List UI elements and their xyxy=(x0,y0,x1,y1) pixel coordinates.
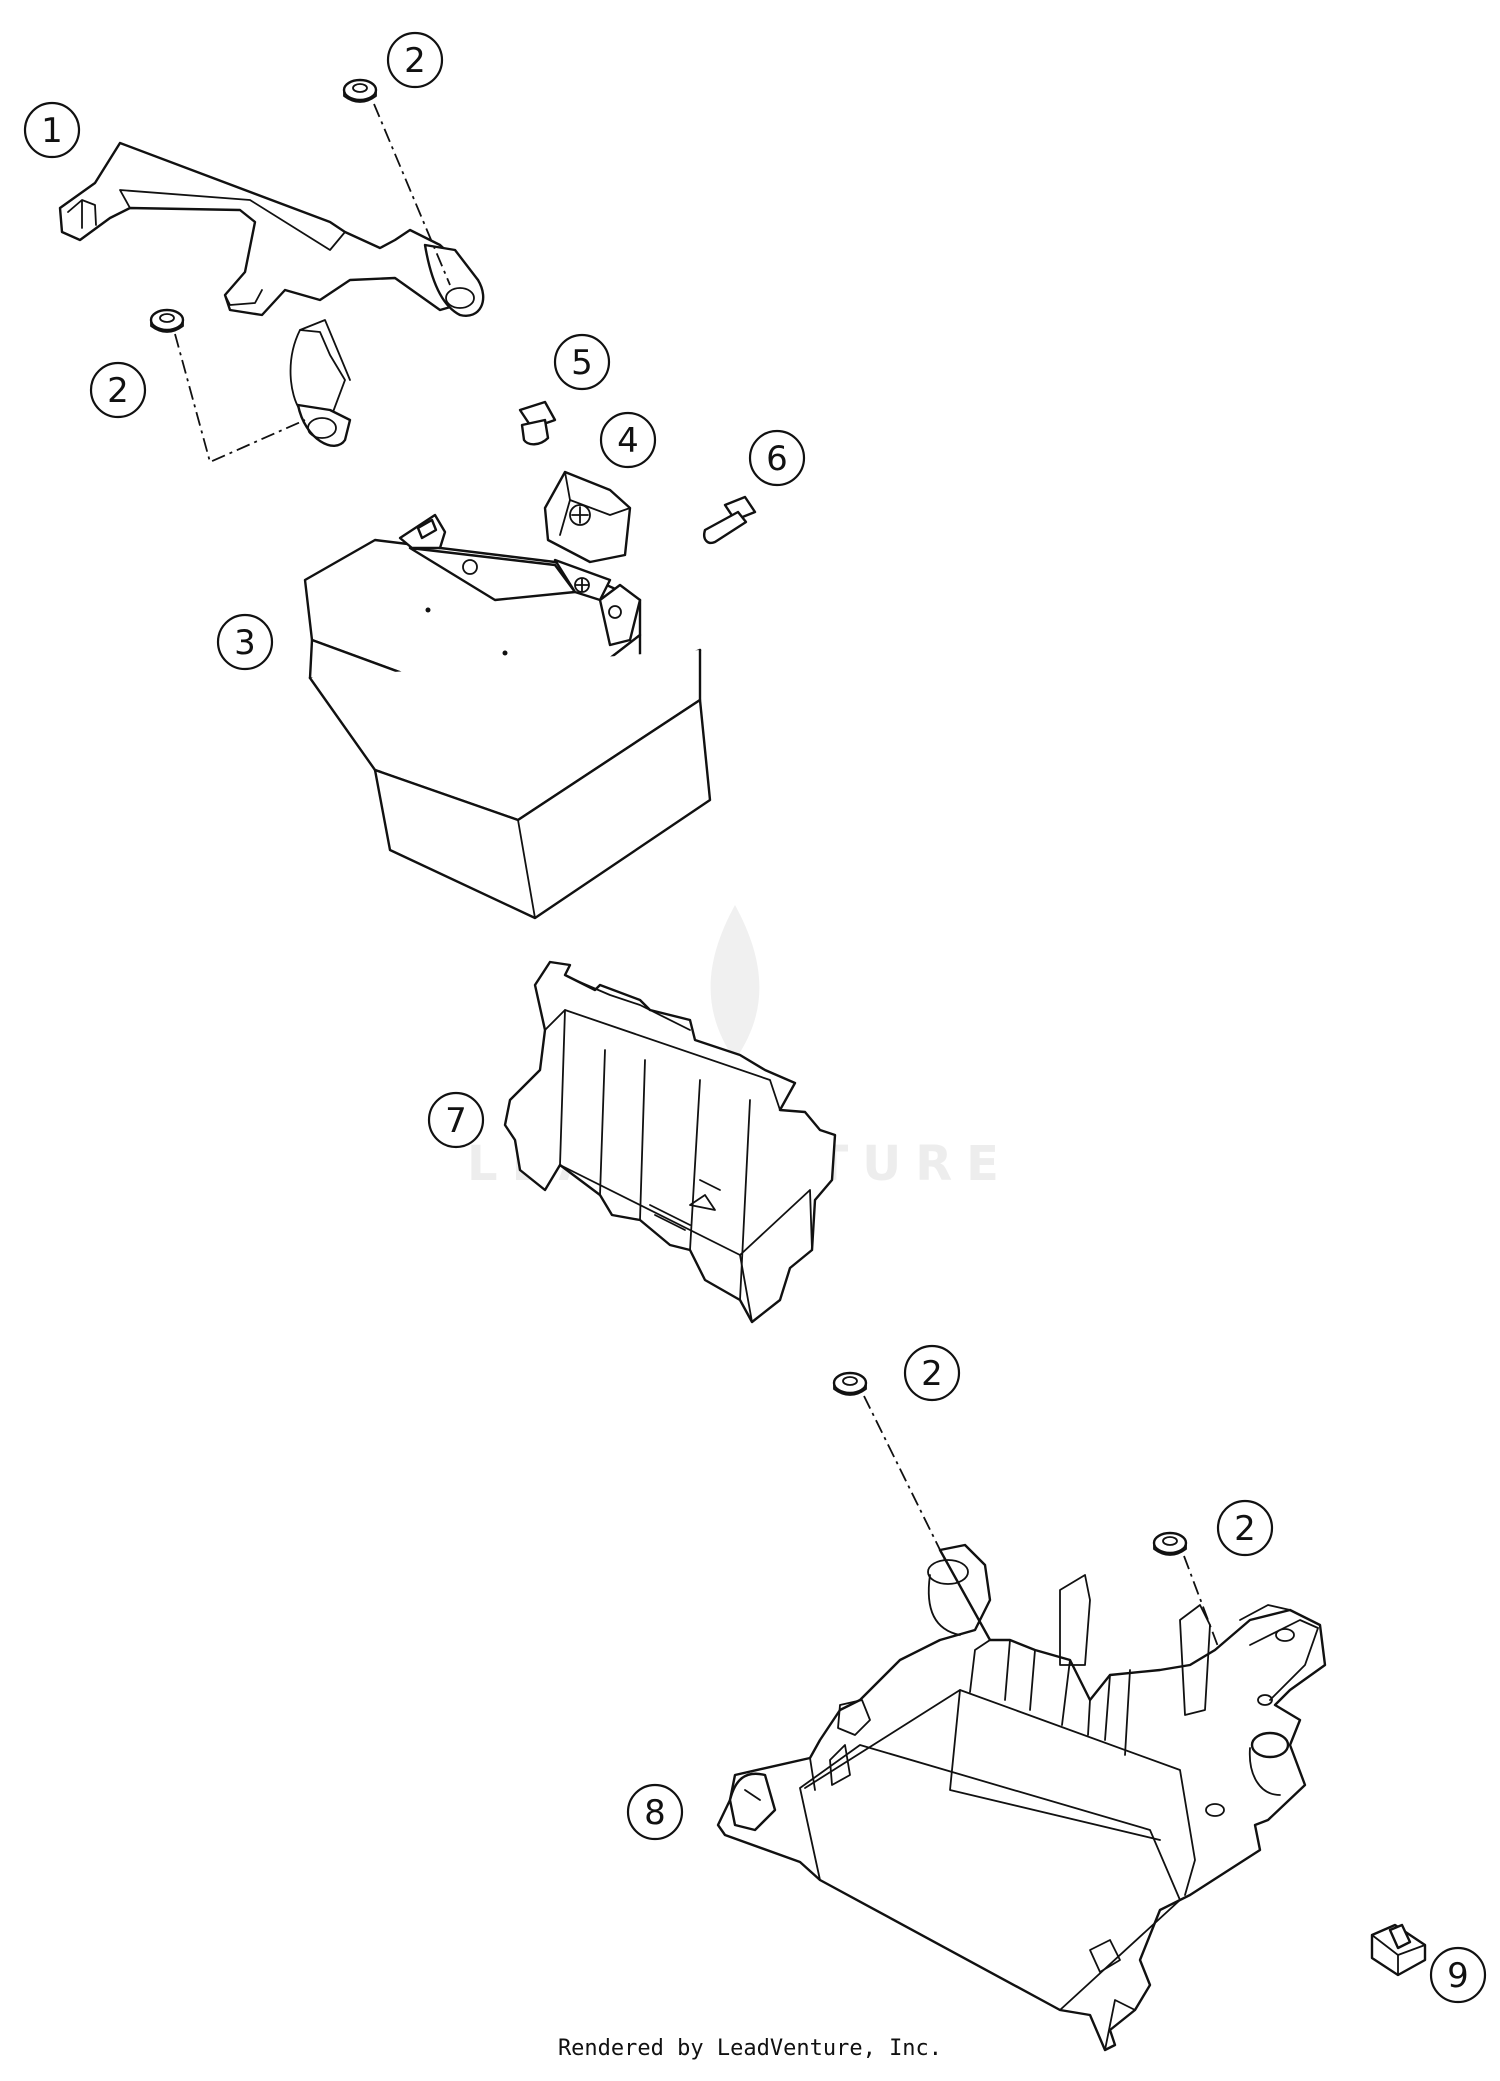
part-4-terminal-clamp xyxy=(543,470,632,564)
callout-2d: 2 xyxy=(1216,1499,1274,1557)
callout-2b-label: 2 xyxy=(107,371,129,411)
part-1-battery-bracket xyxy=(58,141,485,447)
leader-2c xyxy=(863,1395,946,1561)
callout-2a-label: 2 xyxy=(404,41,426,81)
callout-7-label: 7 xyxy=(445,1101,467,1141)
callout-2d-label: 2 xyxy=(1234,1509,1256,1549)
callout-9: 9 xyxy=(1429,1946,1487,2004)
part-3-battery xyxy=(303,513,712,920)
callout-3: 3 xyxy=(216,613,274,671)
callout-6: 6 xyxy=(748,429,806,487)
callout-2c: 2 xyxy=(903,1344,961,1402)
callout-7: 7 xyxy=(427,1091,485,1149)
callout-2c-label: 2 xyxy=(921,1354,943,1394)
part-5-screw xyxy=(518,400,557,446)
part-2-screw-lower-right xyxy=(1152,1531,1188,1556)
callout-1: 1 xyxy=(23,101,81,159)
callout-2b: 2 xyxy=(89,361,147,419)
part-2-screw-left xyxy=(149,308,185,333)
callout-8-label: 8 xyxy=(644,1793,666,1833)
part-2-screw-top xyxy=(342,78,378,103)
callout-6-label: 6 xyxy=(766,439,788,479)
callout-5-label: 5 xyxy=(571,343,593,383)
footer-credit: Rendered by LeadVenture, Inc. xyxy=(557,2036,943,2061)
part-7-battery-tray xyxy=(503,960,837,1324)
part-2-screw-lower-left xyxy=(832,1371,868,1396)
callout-2a: 2 xyxy=(386,31,444,89)
part-9-clip-nut xyxy=(1370,1923,1427,1977)
flame-logo xyxy=(710,905,760,1060)
callout-1-label: 1 xyxy=(41,111,63,151)
callout-8: 8 xyxy=(626,1783,684,1841)
callout-3-label: 3 xyxy=(234,623,256,663)
callout-4: 4 xyxy=(599,411,657,469)
callout-5: 5 xyxy=(553,333,611,391)
part-8-battery-housing xyxy=(716,1543,1327,2052)
callout-9-label: 9 xyxy=(1447,1956,1469,1996)
part-6-screw xyxy=(703,495,757,544)
leader-2b xyxy=(174,333,306,464)
callout-4-label: 4 xyxy=(617,421,639,461)
leader-2a xyxy=(373,103,451,286)
